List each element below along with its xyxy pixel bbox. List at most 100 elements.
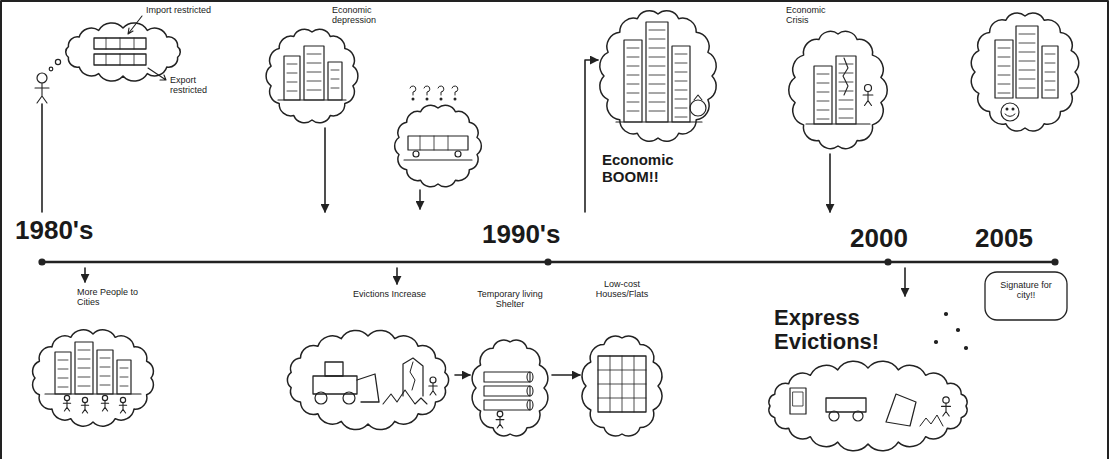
thought-cloud: Economic Crisis: [772, 4, 890, 154]
person-head: [497, 411, 503, 417]
person-body: [35, 83, 49, 103]
log-end: [527, 400, 533, 410]
text-slot: 1990's: [482, 220, 572, 249]
rubble: [920, 415, 943, 426]
node-shape: [470, 286, 552, 442]
building-windows: [307, 54, 321, 90]
text-slot: Temporary living Shelter: [472, 290, 548, 310]
timeline-arrow: [455, 374, 470, 376]
log-end: [527, 372, 533, 382]
train-windows: [420, 136, 448, 150]
building-windows: [287, 64, 297, 91]
node-art: [39, 259, 1058, 265]
star-dot: [935, 341, 938, 344]
building-windows: [998, 48, 1010, 93]
face: [1001, 103, 1019, 121]
money-bag: [690, 100, 706, 116]
node-label: Evictions Increase: [353, 290, 433, 300]
node-art: [287, 330, 448, 429]
thought-cloud-outline: [472, 340, 548, 436]
train-wheel: [413, 151, 419, 157]
building: [624, 40, 642, 122]
building-windows: [100, 358, 110, 385]
star-dot: [945, 313, 948, 316]
node-shape: [772, 4, 890, 154]
thought-cloud-outline: [66, 23, 181, 81]
flats-grid: [598, 356, 646, 412]
question-dot: [440, 98, 442, 100]
face-eye: [1012, 108, 1014, 110]
text-slot: Economic Crisis: [786, 6, 836, 26]
building-windows: [78, 350, 90, 386]
timeline-arrow: [324, 128, 326, 212]
node-label: Economic depression: [332, 6, 388, 26]
person-head: [64, 395, 69, 400]
building: [97, 350, 113, 394]
building-windows: [120, 368, 128, 386]
thought-cloud: Import restrictedExport restricted: [18, 6, 230, 104]
building: [1042, 46, 1058, 98]
question-squiggle: [424, 86, 430, 95]
scene-cloud: Evictions Increase: [283, 284, 455, 434]
text-slot: More People to Cities: [77, 288, 157, 308]
building: [284, 56, 300, 100]
thought-cloud-outline: [789, 31, 887, 148]
face-smile: [1005, 114, 1015, 117]
year-label: 1990's: [482, 220, 572, 249]
building-windows: [1019, 34, 1035, 88]
text-slot: 2005: [975, 224, 1065, 253]
person-body: [863, 92, 873, 106]
log-end: [527, 386, 533, 396]
node-label: Signature for city!!: [993, 281, 1059, 301]
building: [117, 360, 131, 394]
ground-line: [806, 123, 870, 124]
node-label: Economic Crisis: [786, 6, 836, 26]
text-slot: Evictions Increase: [353, 290, 433, 300]
speech-bubble-outline: [985, 272, 1067, 320]
person-body: [496, 417, 504, 428]
person-body: [63, 401, 70, 411]
thought-cloud: Economic BOOM!!: [598, 4, 718, 204]
question-dot: [454, 98, 456, 100]
timeline-dot: [1052, 259, 1058, 265]
node-shape: [580, 276, 666, 442]
building: [55, 352, 71, 394]
building-windows: [627, 48, 639, 111]
timeline-dot: [545, 259, 551, 265]
timeline-arrow: [552, 374, 580, 376]
node-shape: [283, 284, 455, 434]
year-label: 1980's: [15, 216, 105, 245]
thought-dot: [49, 67, 53, 71]
person-head: [82, 397, 87, 402]
node-art: [472, 340, 548, 436]
flats-block: [598, 356, 646, 412]
person-body: [429, 383, 437, 395]
thought-dot: [55, 59, 60, 64]
speech-bubble: Signature for city!!: [985, 272, 1067, 320]
thought-cloud-outline: [769, 361, 967, 451]
scene-cloud: More People to Cities: [25, 282, 165, 432]
timeline-arrow: [396, 268, 398, 284]
question-squiggle: [452, 86, 458, 95]
ground-line: [45, 393, 141, 394]
building-windows: [58, 360, 68, 387]
bulldozer-body: [826, 398, 866, 412]
text-slot: 2000: [850, 224, 940, 253]
timeline-arrow: [585, 60, 598, 212]
building-windows: [817, 74, 829, 119]
building-windows: [649, 30, 665, 111]
scene-cloud: Low-cost Houses/Flats: [580, 276, 666, 442]
person-body: [942, 403, 951, 416]
person-head: [430, 377, 436, 383]
node-art: [600, 11, 716, 142]
building-windows: [1045, 54, 1055, 90]
person-head: [943, 397, 949, 403]
timeline-band: 1980's 1990's 2000 2005: [12, 212, 1069, 268]
question-squiggle: [438, 86, 444, 95]
node-label: Express Evictions!: [774, 306, 970, 354]
bulldozer-body: [313, 376, 357, 394]
thought-cloud-outline: [395, 105, 482, 187]
node-art: [789, 31, 887, 148]
